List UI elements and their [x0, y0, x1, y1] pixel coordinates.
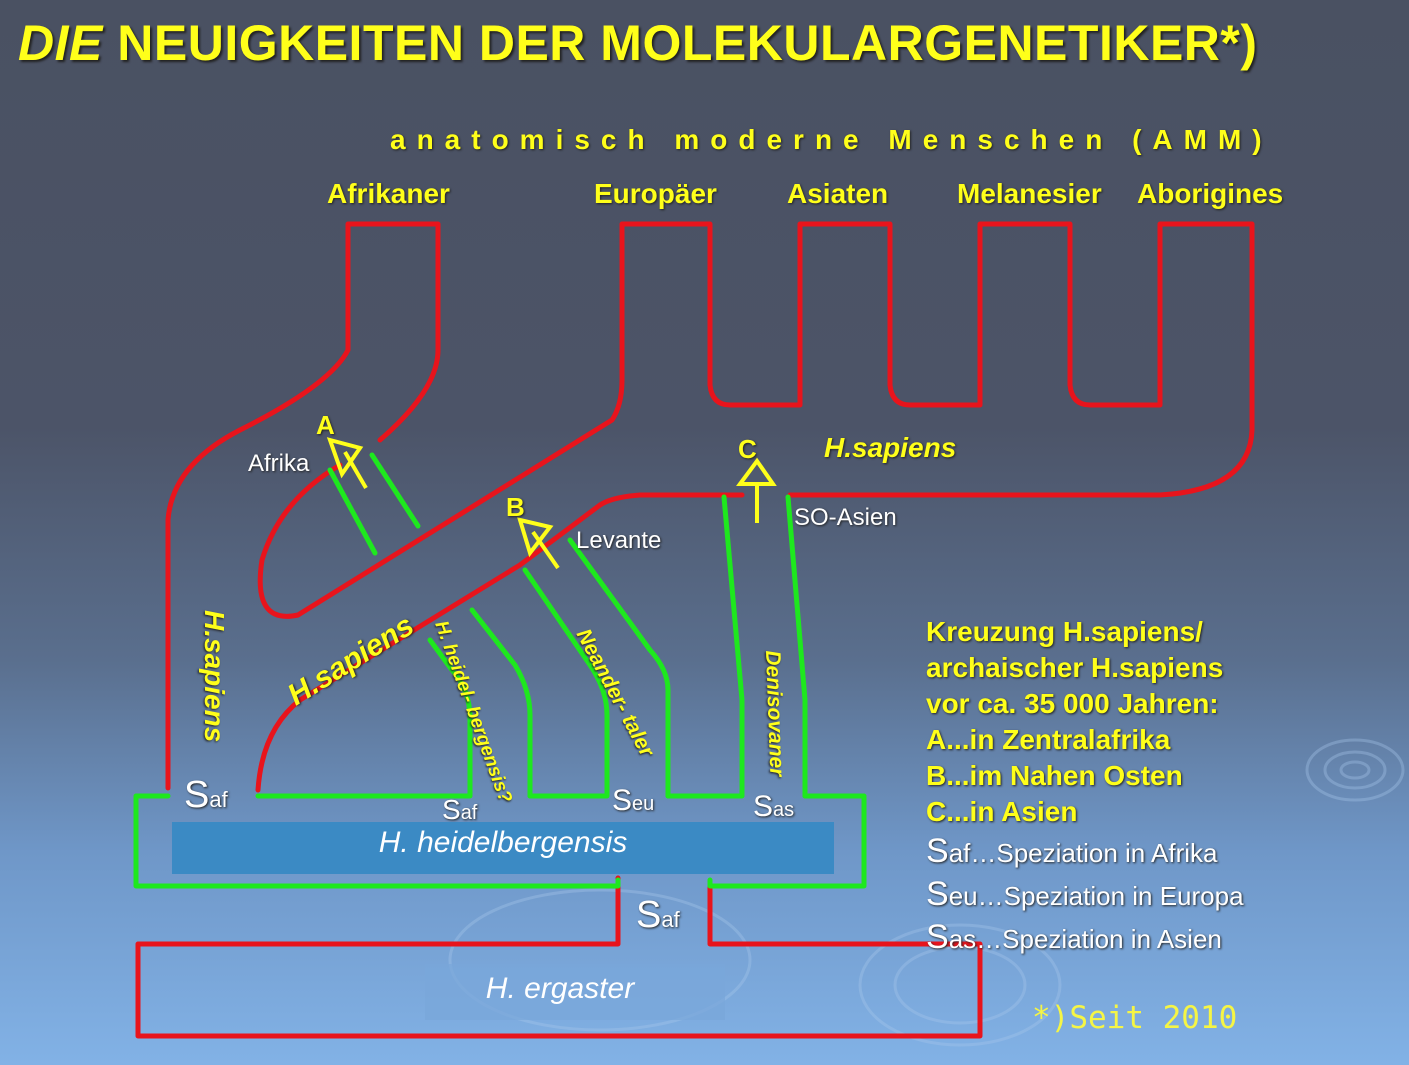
neander-branch-left: [522, 567, 610, 799]
afrikaner-branch-outer: [165, 221, 441, 791]
arrow-a-icon: [326, 437, 368, 490]
ergaster-highlight: [425, 964, 725, 1020]
group-aborigines: Aborigines: [1137, 178, 1284, 209]
heidel-branch-right: [469, 607, 533, 799]
speciation-saf-ergaster: Saf: [636, 894, 680, 936]
legend-speciation-af: Saf…Speziation in Afrika: [926, 832, 1218, 870]
so-asien-label: SO-Asien: [794, 504, 897, 531]
levante-label: Levante: [576, 527, 662, 554]
heidelbergensis-box-outline: [133, 793, 867, 889]
page-title: DIE NEUIGKEITEN DER MOLEKULARGENETIKER*): [18, 15, 1258, 71]
afrika-gene-flow-2: [369, 452, 421, 529]
speciation-seu: Seu: [612, 784, 655, 817]
afrika-gene-flow-1: [327, 467, 378, 556]
legend-line: C...in Asien: [926, 796, 1078, 827]
legend-line: A...in Zentralafrika: [926, 724, 1171, 755]
afrika-loop: [257, 221, 1255, 619]
h-sapiens-label-vertical: H.sapiens: [199, 610, 230, 743]
denisova-branch-left: [665, 494, 745, 799]
heidel-branch-base: [255, 637, 473, 799]
legend: Kreuzung H.sapiens/ archaischer H.sapien…: [926, 614, 1244, 959]
group-melanesier: Melanesier: [957, 178, 1102, 209]
speciation-saf-heidel: Saf: [442, 794, 478, 825]
arrow-b-icon: [517, 517, 560, 570]
legend-line: Kreuzung H.sapiens/: [926, 616, 1203, 647]
footnote: *)Seit 2010: [1032, 1000, 1238, 1036]
ergaster-label: H. ergaster: [485, 972, 635, 1005]
legend-speciation-eu: Seu…Speziation in Europa: [926, 875, 1244, 913]
point-c-label: C: [738, 434, 757, 464]
denisova-branch-right: [785, 494, 808, 799]
arrow-c-icon: [736, 457, 777, 523]
legend-speciation-as: Sas…Speziation in Asien: [926, 918, 1222, 956]
group-europaeer: Europäer: [594, 178, 717, 209]
group-afrikaner: Afrikaner: [327, 178, 450, 209]
group-asiaten: Asiaten: [787, 178, 889, 209]
afrika-label: Afrika: [248, 450, 310, 477]
sapiens-main-branch: [255, 492, 745, 793]
legend-line: B...im Nahen Osten: [926, 760, 1183, 791]
point-b-label: B: [506, 492, 525, 522]
heidelbergensis-label: H. heidelbergensis: [378, 826, 628, 859]
speciation-saf-main: Saf: [184, 774, 228, 816]
ergaster-box-outline: [135, 875, 983, 1039]
legend-line: archaischer H.sapiens: [926, 652, 1224, 683]
speciation-sas: Sas: [753, 790, 795, 823]
h-sapiens-label-asia: H.sapiens: [824, 432, 957, 463]
amm-subtitle: anatomisch moderne Menschen (AMM): [390, 124, 1273, 155]
heidelbergensis-box: [172, 822, 834, 874]
point-a-label: A: [316, 410, 335, 440]
neander-branch-right: [567, 537, 671, 799]
legend-line: vor ca. 35 000 Jahren:: [926, 688, 1219, 719]
denisovaner-label: Denisovaner: [761, 650, 789, 777]
